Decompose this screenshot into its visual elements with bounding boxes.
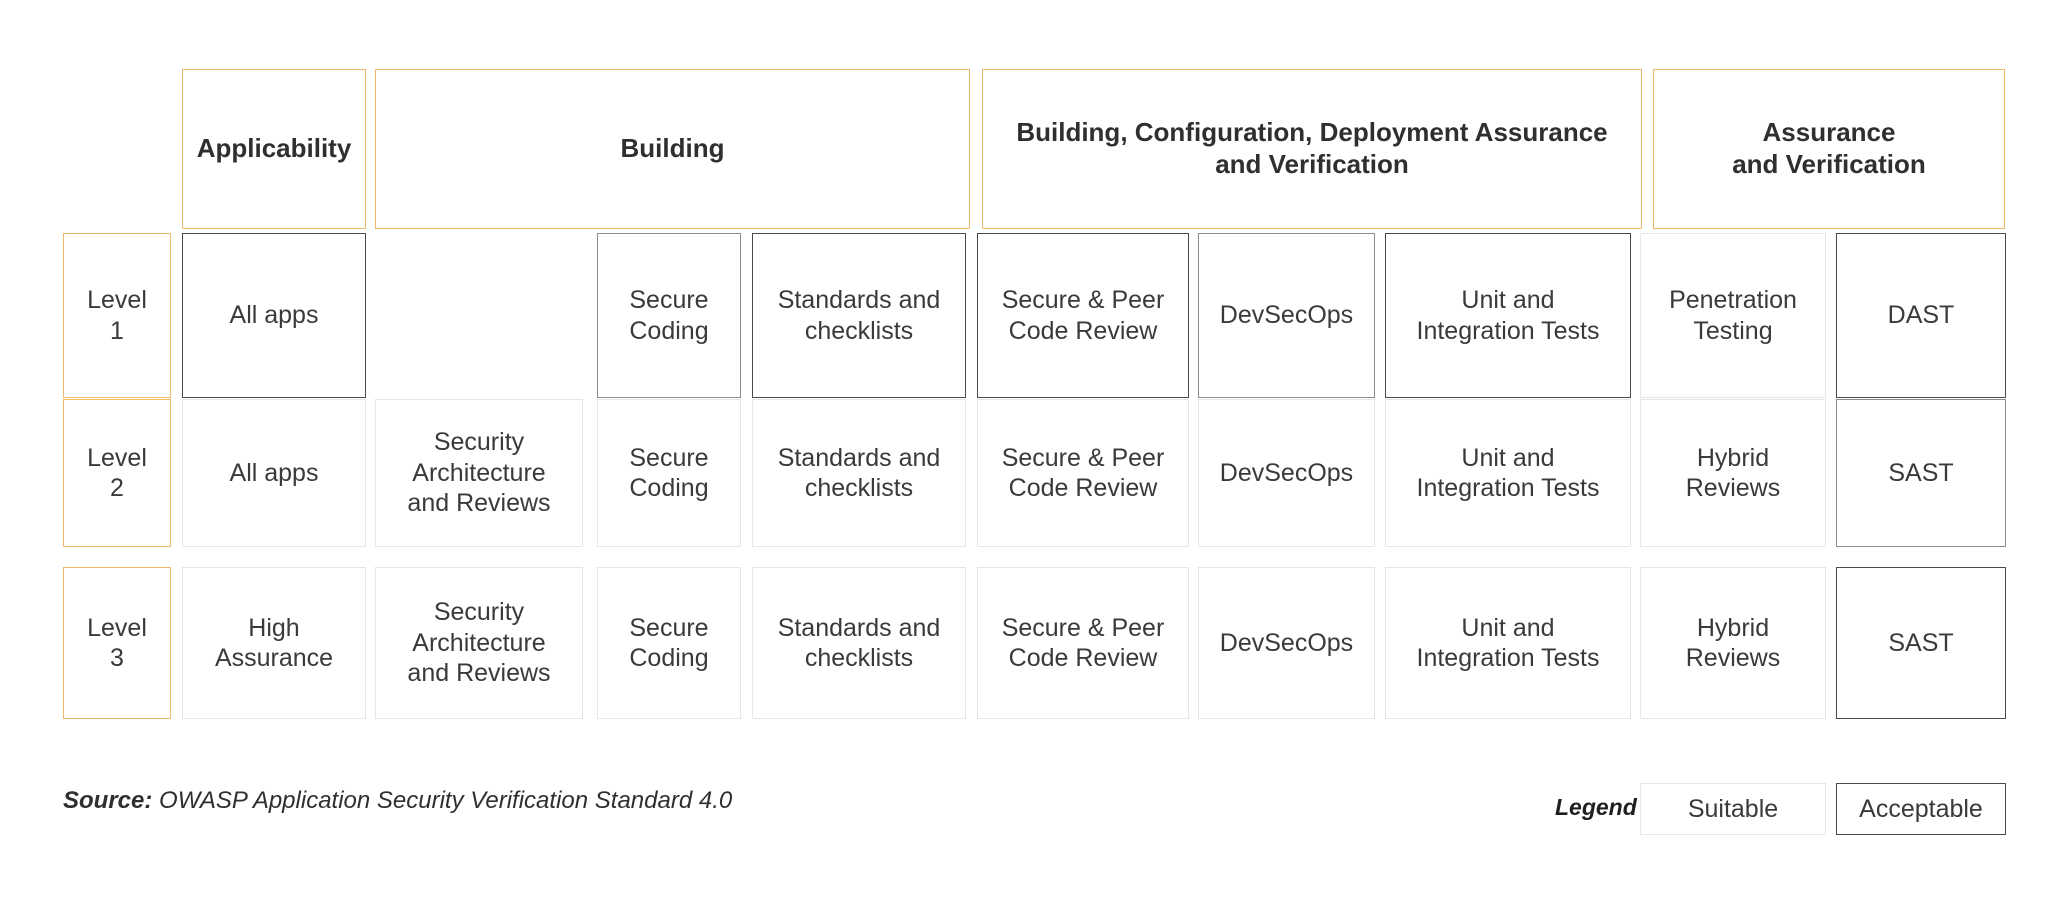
matrix-cell-r1c3: Secure Coding	[597, 233, 741, 398]
group-header-building-configuration-deployment: Building, Configuration, Deployment Assu…	[982, 69, 1642, 229]
legend-label: Legend	[1555, 794, 1637, 820]
matrix-cell-r3c6: DevSecOps	[1198, 567, 1375, 719]
matrix-cell-r2c4: Standards and checklists	[752, 399, 966, 547]
level-cell-3: Level 3	[63, 567, 171, 719]
group-header-applicability: Applicability	[182, 69, 366, 229]
matrix-cell-r1c8: Penetration Testing	[1640, 233, 1826, 398]
source-label: Source:	[63, 787, 153, 814]
legend-chip-acceptable: Acceptable	[1836, 783, 2006, 835]
matrix-cell-r2c3: Secure Coding	[597, 399, 741, 547]
matrix-cell-r1c5: Secure & Peer Code Review	[977, 233, 1189, 398]
matrix-cell-r3c7: Unit and Integration Tests	[1385, 567, 1631, 719]
matrix-cell-r3c9: SAST	[1836, 567, 2006, 719]
matrix-cell-r1c7: Unit and Integration Tests	[1385, 233, 1631, 398]
matrix-cell-r2c6: DevSecOps	[1198, 399, 1375, 547]
matrix-cell-r3c2: Security Architecture and Reviews	[375, 567, 583, 719]
matrix-cell-r1c1: All apps	[182, 233, 366, 398]
level-cell-1: Level 1	[63, 233, 171, 398]
level-cell-2: Level 2	[63, 399, 171, 547]
source-text: OWASP Application Security Verification …	[159, 787, 733, 814]
matrix-cell-r1c9: DAST	[1836, 233, 2006, 398]
legend-chip-suitable: Suitable	[1640, 783, 1826, 835]
matrix-cell-r3c8: Hybrid Reviews	[1640, 567, 1826, 719]
matrix-cell-r3c1: High Assurance	[182, 567, 366, 719]
matrix-cell-r2c5: Secure & Peer Code Review	[977, 399, 1189, 547]
matrix-cell-r1c2	[375, 233, 583, 398]
group-header-assurance-verification: Assurance and Verification	[1653, 69, 2005, 229]
matrix-cell-r2c7: Unit and Integration Tests	[1385, 399, 1631, 547]
matrix-cell-r2c2: Security Architecture and Reviews	[375, 399, 583, 547]
matrix-cell-r1c6: DevSecOps	[1198, 233, 1375, 398]
matrix-cell-r3c5: Secure & Peer Code Review	[977, 567, 1189, 719]
matrix-cell-r1c4: Standards and checklists	[752, 233, 966, 398]
matrix-cell-r2c1: All apps	[182, 399, 366, 547]
group-header-building: Building	[375, 69, 970, 229]
matrix-cell-r3c3: Secure Coding	[597, 567, 741, 719]
source-line: Source: OWASP Application Security Verif…	[63, 787, 732, 815]
matrix-cell-r2c8: Hybrid Reviews	[1640, 399, 1826, 547]
matrix-cell-r2c9: SAST	[1836, 399, 2006, 547]
matrix-cell-r3c4: Standards and checklists	[752, 567, 966, 719]
